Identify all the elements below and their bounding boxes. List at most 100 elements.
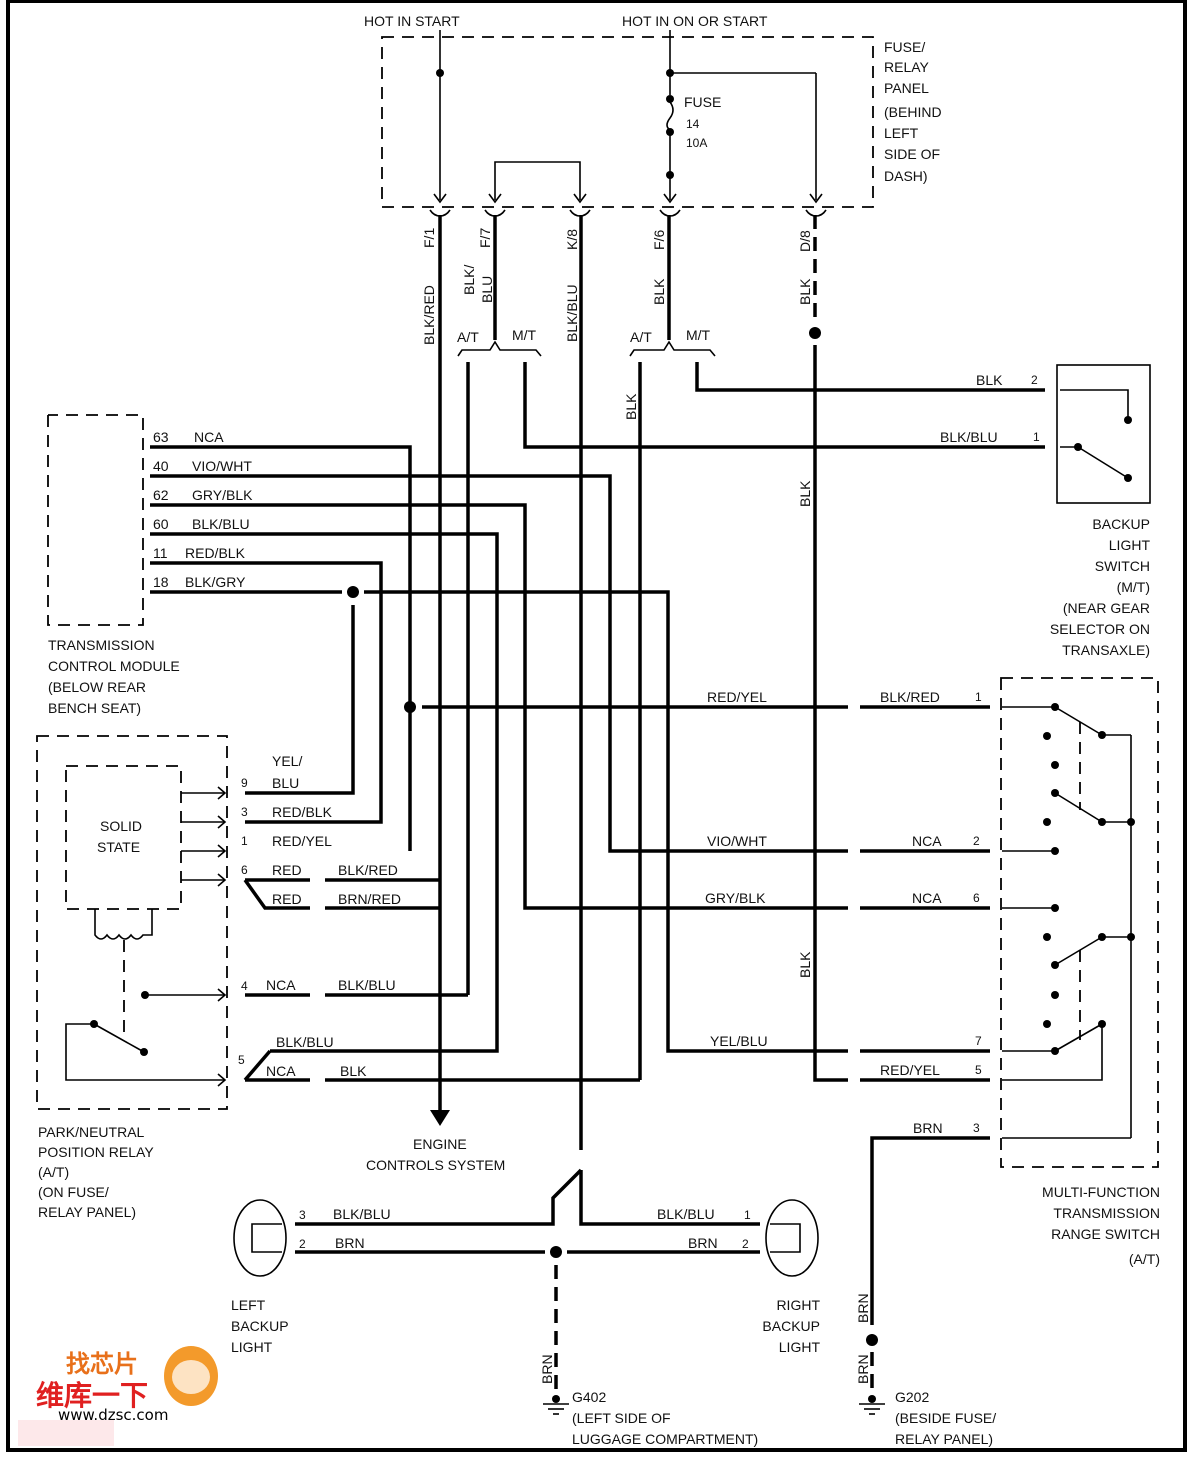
inline-connectors — [860, 705, 990, 1395]
svg-text:(LEFT SIDE OF: (LEFT SIDE OF — [572, 1410, 671, 1426]
park-neutral-relay — [36, 735, 640, 1110]
svg-text:BLK/BLU: BLK/BLU — [276, 1034, 334, 1050]
svg-text:LUGGAGE COMPARTMENT): LUGGAGE COMPARTMENT) — [572, 1431, 758, 1447]
solid-state-label-2: STATE — [97, 839, 140, 855]
svg-text:RED/YEL: RED/YEL — [880, 1062, 940, 1078]
branch-bracket-2 — [629, 340, 716, 357]
svg-text:PANEL: PANEL — [884, 80, 929, 96]
svg-text:(A/T): (A/T) — [1129, 1251, 1160, 1267]
svg-text:RELAY PANEL): RELAY PANEL) — [38, 1204, 136, 1220]
panel-name: FUSE/ RELAY PANEL (BEHIND LEFT SIDE OF D… — [884, 39, 942, 184]
svg-text:BLK: BLK — [651, 278, 667, 305]
svg-text:TRANSAXLE): TRANSAXLE) — [1062, 642, 1150, 658]
right-light-pin-labels: BLK/BLU 1 BRN 2 — [657, 1206, 751, 1251]
svg-text:NCA: NCA — [912, 833, 942, 849]
svg-text:62: 62 — [153, 487, 169, 503]
svg-text:DASH): DASH) — [884, 168, 928, 184]
mfs-name: MULTI-FUNCTION TRANSMISSION RANGE SWITCH… — [1042, 1184, 1160, 1267]
svg-text:(BELOW REAR: (BELOW REAR — [48, 679, 146, 695]
svg-text:3: 3 — [241, 805, 248, 819]
svg-text:VIO/WHT: VIO/WHT — [707, 833, 767, 849]
watermark-url: www.dzsc.com — [58, 1406, 169, 1424]
svg-text:F/6: F/6 — [651, 230, 667, 250]
svg-text:(BEHIND: (BEHIND — [884, 104, 942, 120]
svg-text:BLK/RED: BLK/RED — [338, 862, 398, 878]
right-light-name: RIGHT BACKUP LIGHT — [762, 1297, 820, 1355]
svg-text:RED: RED — [272, 891, 302, 907]
g402-label: G402 (LEFT SIDE OF LUGGAGE COMPARTMENT) — [572, 1389, 758, 1447]
tcm — [47, 414, 848, 1053]
solid-state-label: SOLID — [100, 818, 142, 834]
svg-text:RED/YEL: RED/YEL — [707, 689, 767, 705]
engine-label-2: CONTROLS SYSTEM — [366, 1157, 505, 1173]
svg-text:2: 2 — [973, 834, 980, 848]
svg-text:1: 1 — [975, 690, 982, 704]
svg-text:60: 60 — [153, 516, 169, 532]
svg-text:BLK: BLK — [623, 393, 639, 420]
svg-text:BLK/BLU: BLK/BLU — [940, 429, 998, 445]
mt-label-1: M/T — [512, 327, 537, 343]
backup-switch-pin-labels: BLK 2 BLK/BLU 1 — [940, 372, 1040, 445]
svg-text:VIO/WHT: VIO/WHT — [192, 458, 252, 474]
svg-text:BRN: BRN — [335, 1235, 365, 1251]
svg-text:BLK: BLK — [797, 951, 813, 978]
hot-in-start-label: HOT IN START — [364, 13, 460, 29]
svg-text:SIDE OF: SIDE OF — [884, 146, 940, 162]
svg-text:6: 6 — [241, 863, 248, 877]
svg-text:1: 1 — [1033, 430, 1040, 444]
relay-name: PARK/NEUTRAL POSITION RELAY (A/T) (ON FU… — [38, 1124, 154, 1220]
fuse-relay-panel — [381, 30, 874, 208]
branch-bracket-1 — [457, 340, 542, 357]
mfs-pin-labels: RED/YEL BLK/RED 1 VIO/WHT NCA 2 GRY/BLK … — [705, 689, 982, 1136]
svg-text:G202: G202 — [895, 1389, 929, 1405]
svg-text:LIGHT: LIGHT — [1109, 537, 1151, 553]
svg-text:BLK/BLU: BLK/BLU — [338, 977, 396, 993]
svg-text:TRANSMISSION: TRANSMISSION — [1053, 1205, 1160, 1221]
svg-text:63: 63 — [153, 429, 169, 445]
at-label-1: A/T — [457, 329, 479, 345]
svg-text:RED/YEL: RED/YEL — [272, 833, 332, 849]
svg-text:SWITCH: SWITCH — [1095, 558, 1150, 574]
svg-text:BLK/GRY: BLK/GRY — [185, 574, 246, 590]
engine-label: ENGINE — [413, 1136, 467, 1152]
svg-text:1: 1 — [744, 1208, 751, 1222]
fuse-number: 14 — [686, 117, 700, 131]
svg-text:18: 18 — [153, 574, 169, 590]
svg-text:F/1: F/1 — [421, 228, 437, 248]
svg-text:BACKUP: BACKUP — [1092, 516, 1150, 532]
fuse-icon — [666, 101, 674, 131]
svg-text:TRANSMISSION: TRANSMISSION — [48, 637, 155, 653]
svg-text:MULTI-FUNCTION: MULTI-FUNCTION — [1042, 1184, 1160, 1200]
svg-text:5: 5 — [238, 1053, 245, 1067]
svg-text:BRN: BRN — [855, 1293, 871, 1323]
watermark-line1: 找芯片 — [66, 1350, 138, 1378]
svg-text:GRY/BLK: GRY/BLK — [192, 487, 253, 503]
svg-text:BRN: BRN — [913, 1120, 943, 1136]
watermark-bg — [18, 1420, 114, 1446]
svg-text:BLU: BLU — [272, 775, 299, 791]
svg-text:K/8: K/8 — [564, 229, 580, 250]
svg-text:BLK/BLU: BLK/BLU — [192, 516, 250, 532]
svg-text:40: 40 — [153, 458, 169, 474]
mt-label-2: M/T — [686, 327, 711, 343]
svg-text:6: 6 — [973, 891, 980, 905]
svg-text:LEFT: LEFT — [231, 1297, 266, 1313]
svg-text:LIGHT: LIGHT — [779, 1339, 821, 1355]
svg-text:BRN: BRN — [688, 1235, 718, 1251]
svg-text:BACKUP: BACKUP — [231, 1318, 289, 1334]
hot-in-on-or-start-label: HOT IN ON OR START — [622, 13, 768, 29]
svg-text:FUSE/: FUSE/ — [884, 39, 925, 55]
svg-text:BRN/RED: BRN/RED — [338, 891, 401, 907]
backup-light-switch — [1056, 364, 1151, 504]
svg-text:RED: RED — [272, 862, 302, 878]
multi-function-switch — [1000, 677, 1159, 1168]
panel-connectors — [429, 209, 827, 217]
at-label-2: A/T — [630, 329, 652, 345]
svg-text:BRN: BRN — [539, 1354, 555, 1384]
svg-text:3: 3 — [973, 1121, 980, 1135]
svg-text:BLK: BLK — [797, 278, 813, 305]
svg-text:BENCH SEAT): BENCH SEAT) — [48, 700, 141, 716]
backup-switch-name: BACKUP LIGHT SWITCH (M/T) (NEAR GEAR SEL… — [1050, 516, 1151, 658]
